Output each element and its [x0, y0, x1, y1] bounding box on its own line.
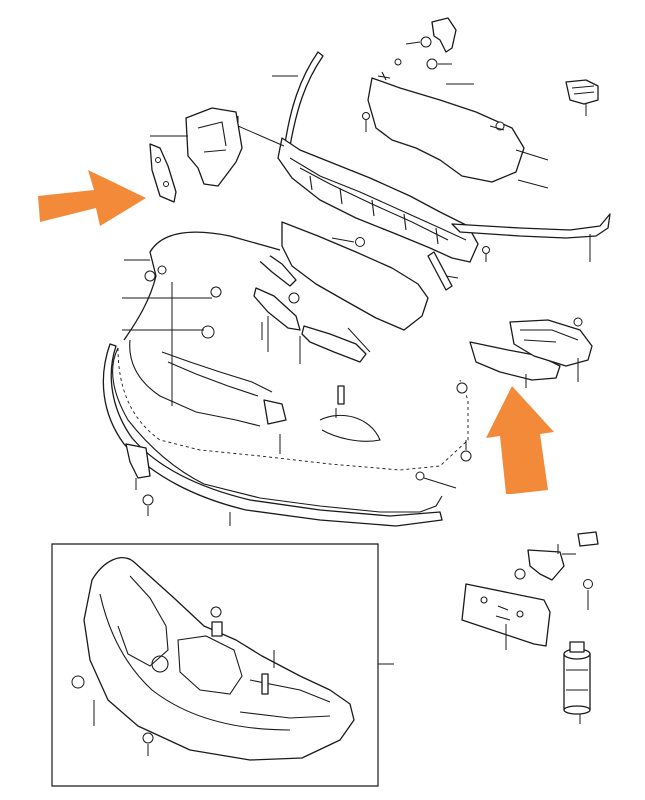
bumper-cover [113, 232, 468, 512]
left-mounting-bracket [150, 108, 242, 202]
bumper-lower-lip [103, 344, 442, 526]
left-lower-bracket [126, 444, 153, 516]
license-plate-bracket [462, 532, 598, 650]
left-inner-grille-mesh [254, 246, 296, 424]
corner-bracket [566, 80, 598, 116]
right-fog-lamp-bracket [510, 318, 592, 382]
center-grille-mesh [282, 222, 428, 352]
right-trim-strip [452, 214, 610, 262]
highlight-arrow-left [38, 170, 146, 226]
left-lower-grille-mesh [254, 288, 366, 362]
right-fog-lamp-grille [470, 342, 560, 388]
highlight-arrow-right [486, 386, 554, 494]
touch-up-paint-can [564, 642, 590, 724]
bumper-reinforcement-beam [238, 116, 478, 262]
assembled-bumper-inset [52, 544, 394, 786]
center-fasteners [336, 383, 471, 488]
upper-trim-strip [272, 52, 323, 152]
top-fasteners [363, 18, 505, 132]
left-fasteners [122, 266, 300, 406]
upper-radiator-grille-mesh [368, 72, 548, 188]
beam-clip-fasteners [332, 238, 490, 291]
